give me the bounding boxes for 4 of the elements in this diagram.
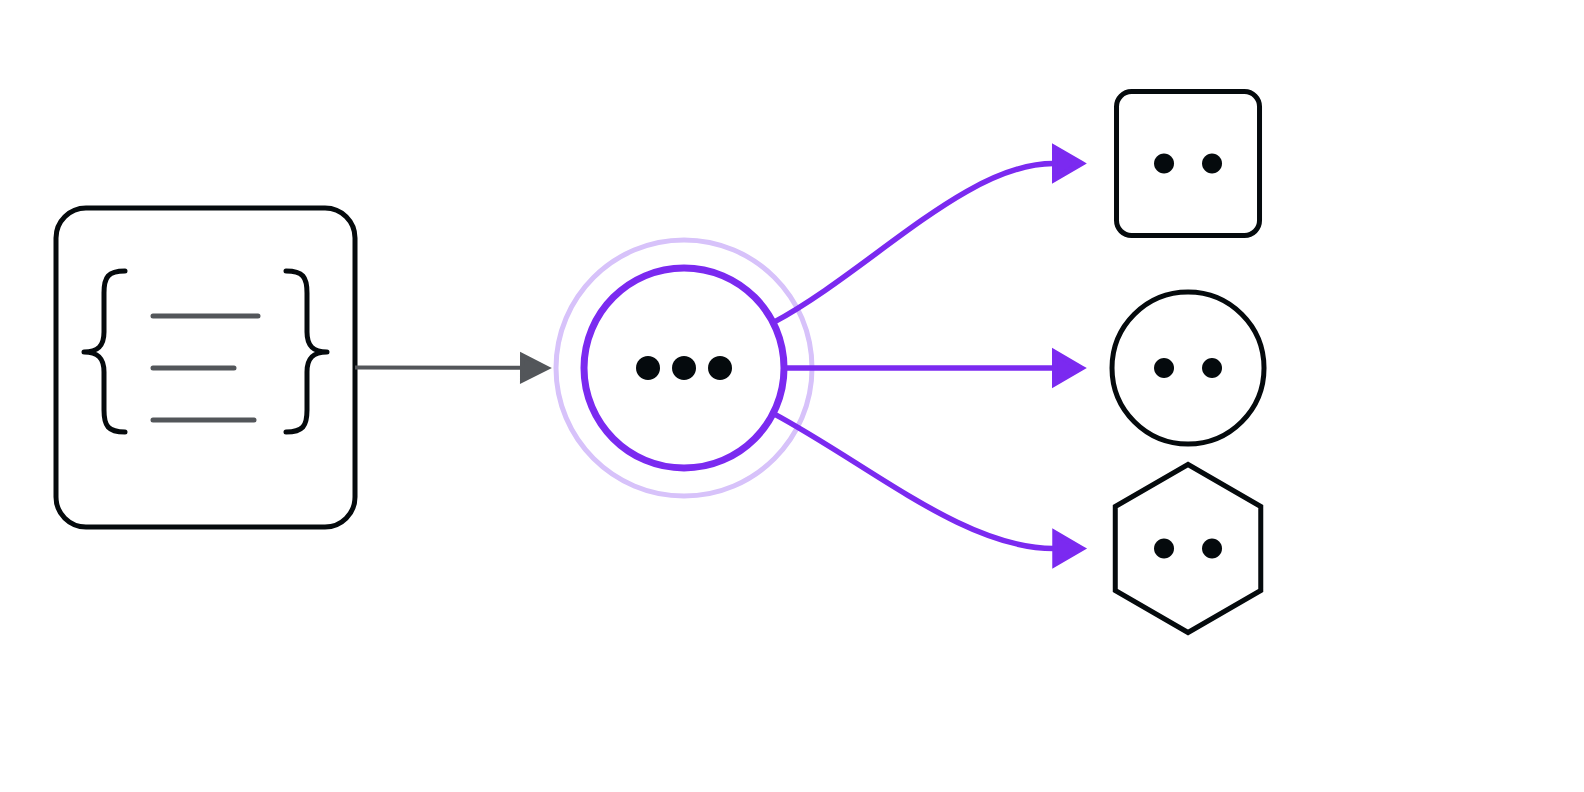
rounded-square <box>1114 89 1262 238</box>
circle <box>1109 289 1267 447</box>
circle <box>580 264 788 472</box>
rounded-square <box>53 205 358 530</box>
